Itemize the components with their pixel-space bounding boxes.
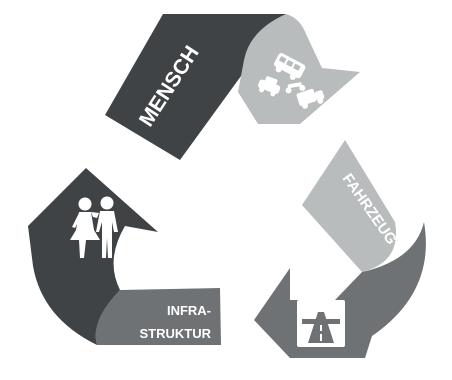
infrastruktur-label-line2: STRUKTUR <box>140 326 212 341</box>
vehicles-icon <box>258 53 325 109</box>
mensch-band <box>105 14 286 160</box>
motorway-icon <box>297 300 345 347</box>
fahrzeug-band <box>302 140 397 272</box>
fahrzeug-arrow <box>254 222 426 358</box>
infrastruktur-label-line1: INFRA- <box>167 303 211 318</box>
infrastruktur-band <box>95 288 221 345</box>
people-icon <box>70 196 118 258</box>
infrastruktur-arrow <box>28 168 158 345</box>
